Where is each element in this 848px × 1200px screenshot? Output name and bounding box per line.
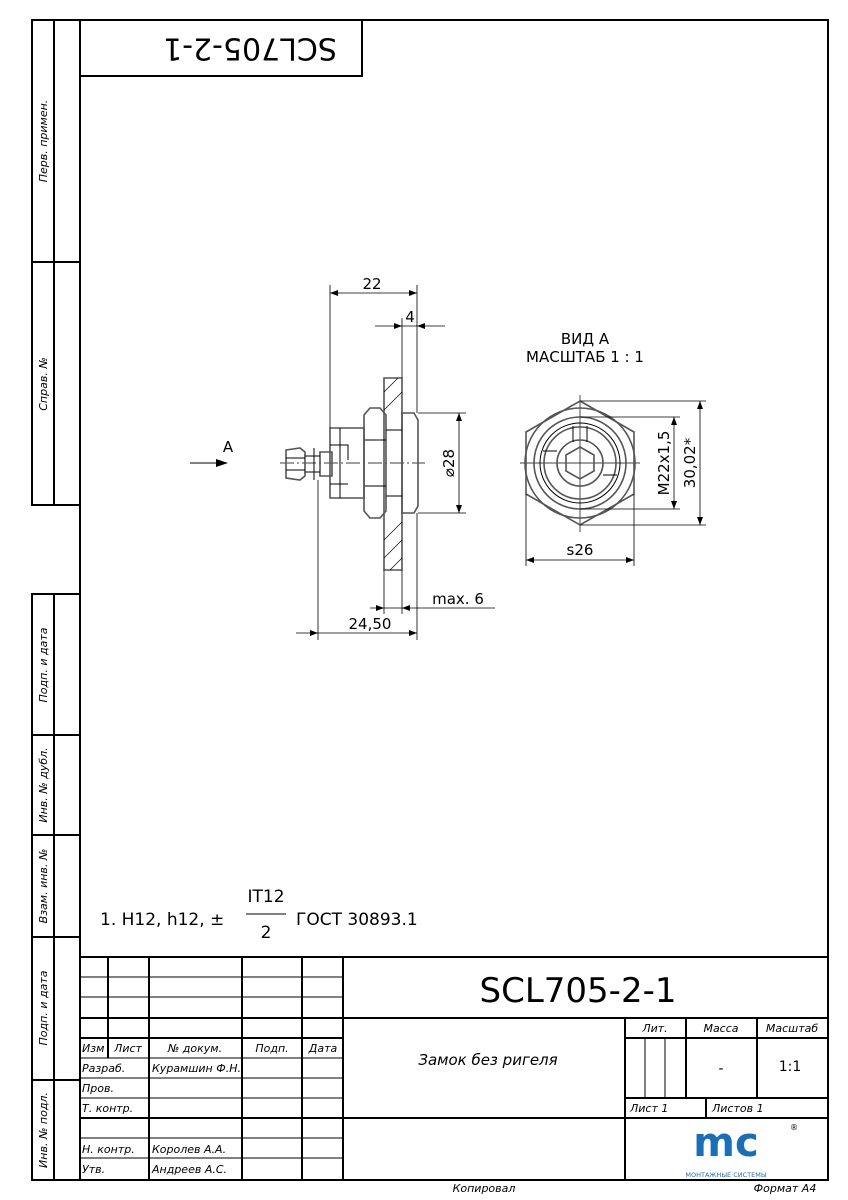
designation: SCL705-2-1 [480,971,677,1011]
dim-2450: 24,50 [349,615,392,633]
strip-vzam-inv: Взам. инв. № [37,849,50,924]
bolt-head [285,447,306,481]
dim-4: 4 [405,308,415,326]
note-prefix: 1. H12, h12, ± [100,910,224,930]
col-podp: Подп. [255,1042,288,1055]
dim-max6: max. 6 [432,590,484,608]
logo-caption: МОНТАЖНЫЕ СИСТЕМЫ [685,1171,766,1179]
strip-inv-dubl: Инв. № дубл. [37,747,50,822]
company-logo: mc ® МОНТАЖНЫЕ СИСТЕМЫ [685,1120,798,1179]
dim-s26: s26 [567,541,594,559]
mass-value: - [718,1061,723,1077]
side-strip: Перв. примен. Справ. № Подп. и дата Инв.… [31,19,81,1181]
dim-22: 22 [362,275,381,293]
strip-sprav-no: Справ. № [37,357,50,411]
hex-key-socket [565,446,595,480]
role-prov: Пров. [82,1082,114,1095]
cam-shaft [319,451,333,477]
note-numerator: IT12 [247,887,284,907]
strip-inv-podl: Инв. № подл. [37,1092,50,1168]
rotated-designation: SCL705-2-1 [163,31,337,66]
flange [401,412,419,514]
person-utv: Андреев А.С. [151,1163,227,1176]
dim-d28: ⌀28 [440,449,458,477]
nut [363,407,387,519]
note-suffix: ГОСТ 30893.1 [296,910,418,930]
dim-3002: 30,02* [681,437,699,488]
role-razrab: Разраб. [82,1062,125,1075]
strip-podp-data-2: Подп. и дата [37,970,50,1045]
logo-letters: mc [693,1120,758,1166]
view-a: ВИД А МАСШТАБ 1 : 1 M22x1,5 30,02* s26 [520,330,706,566]
view-a-title: ВИД А [561,330,610,348]
side-view: A 22 4 ⌀28 max. 6 24,50 [190,275,495,640]
footer-copied: Копировал [453,1182,516,1195]
scale-value: 1:1 [779,1059,802,1075]
dim-m22: M22x1,5 [655,431,673,496]
technical-notes: 1. H12, h12, ± IT12 2 ГОСТ 30893.1 [100,887,418,943]
title-block: Изм Лист № докум. Подп. Дата Разраб. Кур… [80,956,828,1180]
role-t-kontr: Т. контр. [82,1102,133,1115]
lit-label: Лит. [641,1022,667,1035]
note-denominator: 2 [261,923,272,943]
col-doc-no: № докум. [167,1042,222,1055]
strip-perv-primen: Перв. примен. [37,100,50,183]
sheets-total: Листов 1 [711,1102,764,1115]
view-arrow-label: A [223,438,234,456]
sheet-no: Лист 1 [629,1102,668,1115]
role-utv: Утв. [82,1163,105,1176]
footer-format: Формат A4 [754,1182,817,1195]
col-list: Лист [113,1042,142,1055]
logo-registered: ® [790,1123,798,1132]
rotated-designation-box: SCL705-2-1 [79,19,363,77]
col-izm: Изм [82,1042,104,1055]
scale-label: Масштаб [766,1022,818,1035]
role-n-kontr: Н. контр. [82,1143,135,1156]
view-a-scale: МАСШТАБ 1 : 1 [526,348,644,366]
mass-label: Масса [703,1022,738,1035]
product-name: Замок без ригеля [418,1051,557,1069]
lock-body [329,427,365,499]
col-data: Дата [308,1042,338,1055]
person-n-kontr: Королев А.А. [152,1143,226,1156]
person-razrab: Курамшин Ф.Н. [152,1062,241,1075]
strip-podp-data-1: Подп. и дата [37,627,50,702]
